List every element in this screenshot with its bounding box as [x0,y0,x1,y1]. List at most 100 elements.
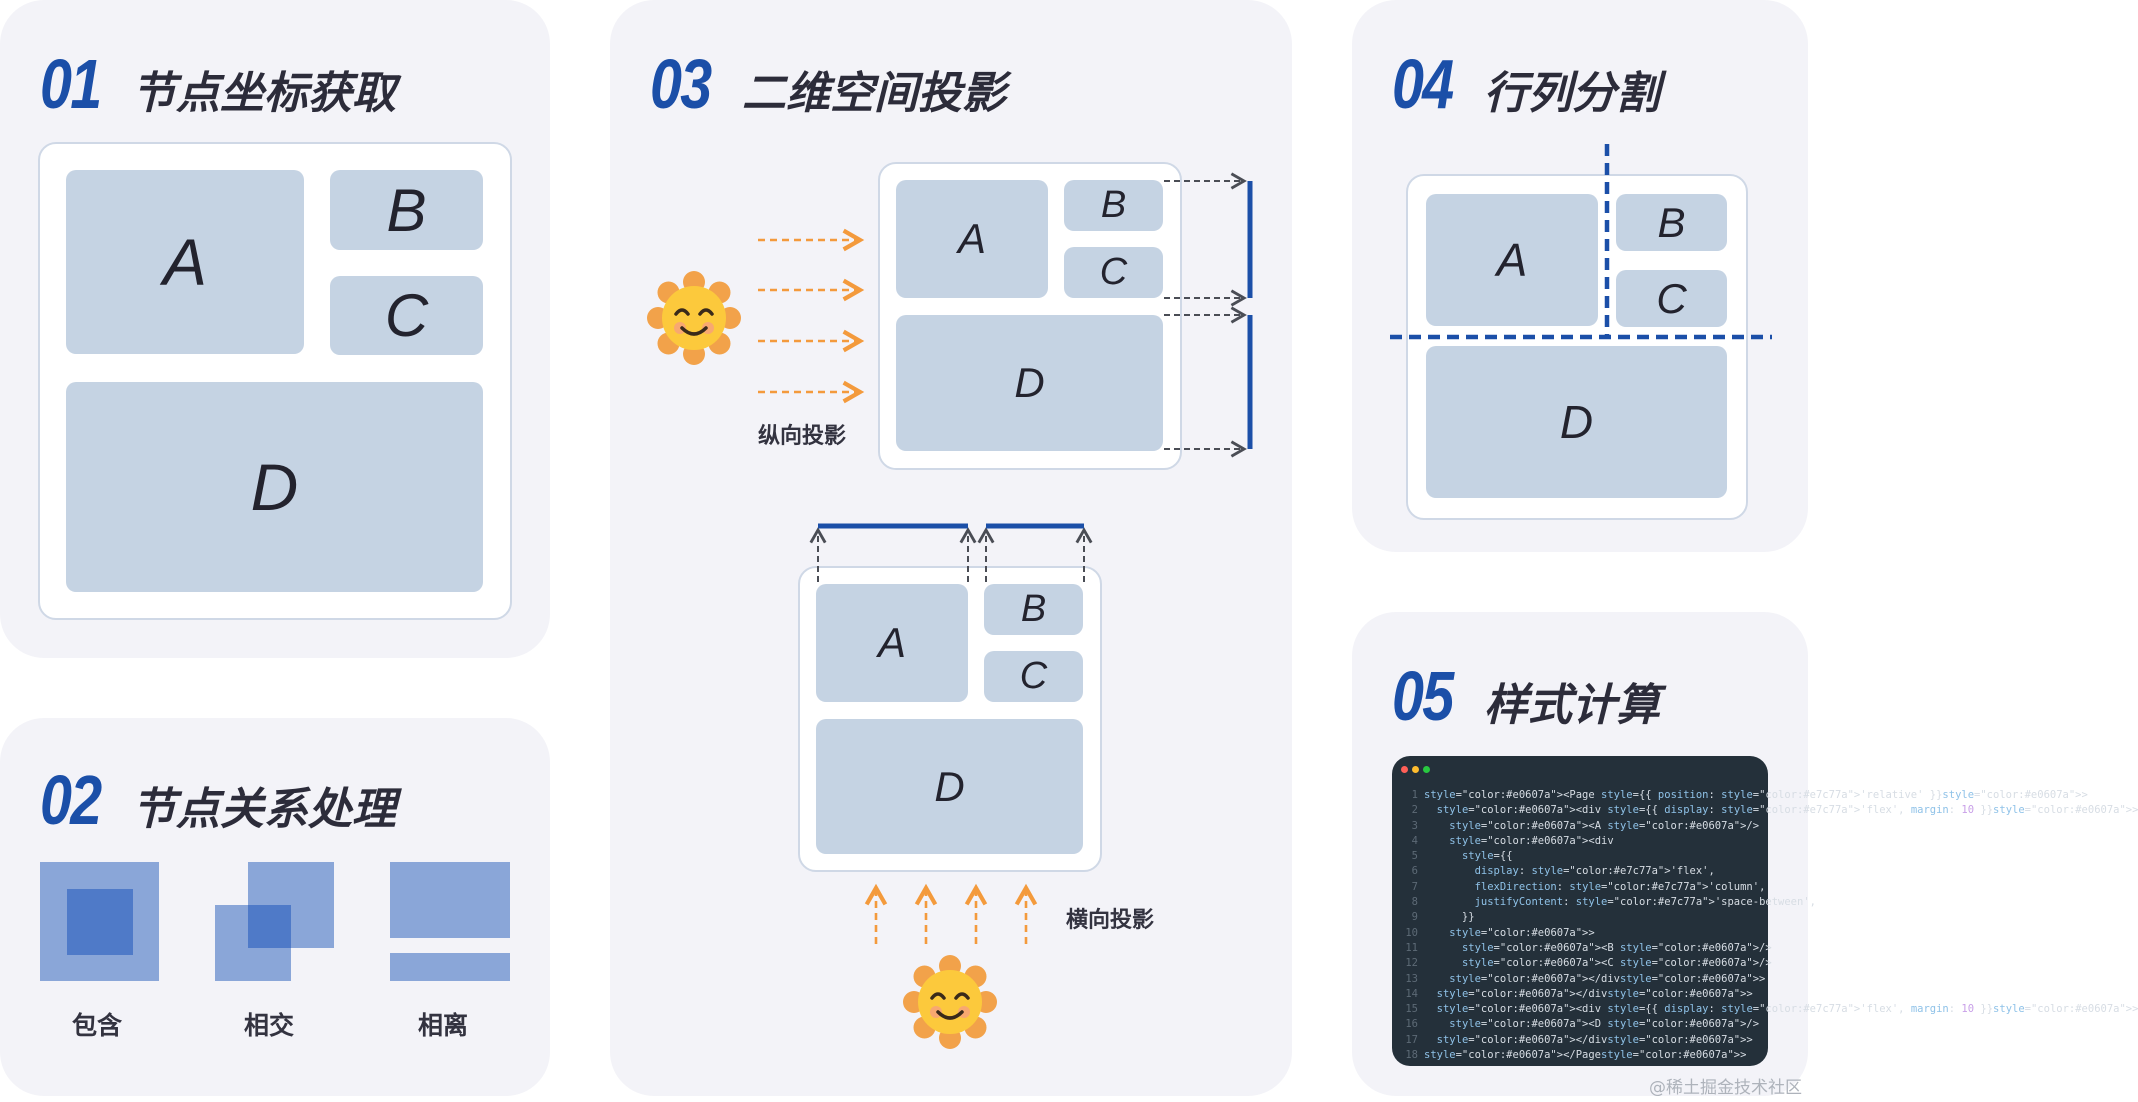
line-text: style="color:#e0607a"></Pagestyle="color… [1424,1049,1747,1062]
section-03-heading: 03 二维空间投影 [650,44,1006,124]
contain-inner-rect [67,889,133,955]
window-zoom-dot [1423,766,1430,773]
block-a: A [1426,194,1598,326]
section-number: 02 [40,761,102,839]
line-text: }} [1424,911,1475,924]
sun-emoji-icon [647,271,741,365]
intersect-overlap [248,905,291,948]
line-text: style="color:#e0607a"></divstyle="color:… [1436,1033,1753,1046]
code-line: 6 display: style="color:#e7c77a">'flex', [1400,864,1760,879]
block-d: D [1426,346,1727,498]
section-number: 01 [40,45,102,123]
code-line: 12 style="color:#e0607a"><C style="color… [1400,956,1771,971]
line-text: style="color:#e0607a"></divstyle="color:… [1436,987,1753,1000]
line-text: style="color:#e0607a"><D style="color:#e… [1449,1018,1760,1031]
block-b: B [330,170,483,250]
section-title: 节点关系处理 [131,784,396,835]
line-number: 1 [1411,789,1418,801]
code-line: 2 style="color:#e0607a"><div style={{ di… [1400,803,2138,818]
block-a: A [66,170,304,354]
block-d: D [896,315,1163,451]
line-number: 14 [1405,987,1418,1000]
line-text: flexDirection: style="color:#e7c77a">'co… [1474,880,1766,893]
block-c: C [1064,247,1163,298]
line-text: style="color:#e0607a">> [1449,926,1595,939]
window-minimize-dot [1412,766,1419,773]
section-05-heading: 05 样式计算 [1392,656,1660,736]
watermark: @稀土掘金技术社区 [1649,1078,1802,1098]
sun-emoji-icon [903,955,997,1049]
line-number: 11 [1405,941,1418,954]
block-a: A [816,584,968,702]
window-close-dot [1401,766,1408,773]
code-line: 11 style="color:#e0607a"><B style="color… [1400,941,1771,956]
code-line: 16 style="color:#e0607a"><D style="color… [1400,1017,1760,1032]
block-c: C [330,276,483,355]
code-line: 8 justifyContent: style="color:#e7c77a">… [1400,895,1816,910]
block-c: C [984,651,1083,702]
section-number: 04 [1392,45,1454,123]
line-text: style="color:#e0607a"><Page style={{ pos… [1424,789,2088,801]
section-title: 行列分割 [1483,68,1660,119]
line-text: style="color:#e0607a"><B style="color:#e… [1461,941,1772,954]
separate-rect-bottom [390,953,510,981]
section-title: 二维空间投影 [741,68,1006,119]
line-number: 3 [1411,819,1418,832]
line-text: style="color:#e0607a"><div style={{ disp… [1436,804,2138,817]
code-line: 15 style="color:#e0607a"><div style={{ d… [1400,1002,2138,1017]
code-lines: 1 style="color:#e0607a"><Page style={{ po… [1400,788,2138,1063]
line-number: 7 [1411,880,1418,893]
block-d: D [816,719,1083,854]
relation-intersect-label: 相交 [244,1011,295,1040]
line-text: display: style="color:#e7c77a">'flex', [1474,865,1715,878]
line-number: 8 [1411,896,1418,909]
block-c: C [1616,270,1727,327]
code-line: 7 flexDirection: style="color:#e7c77a">'… [1400,880,1766,895]
section-01-heading: 01 节点坐标获取 [40,44,396,124]
line-text: style="color:#e0607a"><A style="color:#e… [1449,819,1760,832]
line-text: style="color:#e0607a"></divstyle="color:… [1449,972,1766,985]
line-number: 18 [1405,1049,1418,1062]
section-number: 03 [650,45,712,123]
line-number: 4 [1411,834,1418,847]
block-b: B [1616,194,1727,251]
block-d: D [66,382,483,592]
line-text: style="color:#e0607a"><div style={{ disp… [1436,1003,2138,1016]
relation-separate-label: 相离 [418,1011,469,1040]
line-text: style={{ [1461,850,1513,863]
code-line: 1 style="color:#e0607a"><Page style={{ po… [1400,788,2088,803]
line-number: 2 [1411,804,1418,817]
section-number: 05 [1392,657,1454,735]
code-editor: 1 style="color:#e0607a"><Page style={{ po… [1392,756,2138,1066]
line-number: 16 [1405,1018,1418,1031]
relation-contain-label: 包含 [72,1011,123,1040]
code-line: 18 style="color:#e0607a"></Pagestyle="col… [1400,1048,1760,1063]
line-number: 13 [1405,972,1418,985]
line-number: 9 [1411,911,1418,924]
section-title: 样式计算 [1483,680,1660,731]
code-line: 13 style="color:#e0607a"></divstyle="col… [1400,972,1765,987]
line-number: 5 [1411,850,1418,863]
block-b: B [984,584,1083,635]
projection-overlay [758,144,1772,944]
line-number: 10 [1405,926,1418,939]
code-line: 9 }} [1400,910,1760,925]
code-line: 10 style="color:#e0607a">> [1400,926,1760,941]
horizontal-projection-label: 横向投影 [1066,908,1155,933]
code-line: 3 style="color:#e0607a"><A style="color:… [1400,819,1760,834]
line-number: 6 [1411,865,1418,878]
line-text: style="color:#e0607a"><C style="color:#e… [1461,957,1772,970]
code-line: 14 style="color:#e0607a"></divstyle="col… [1400,987,1760,1002]
separate-rect-top [390,862,510,938]
section-title: 节点坐标获取 [131,68,396,119]
block-a: A [896,180,1048,298]
line-number: 17 [1405,1033,1418,1046]
section-04-heading: 04 行列分割 [1392,44,1660,124]
vertical-projection-label: 纵向投影 [758,424,847,449]
block-b: B [1064,180,1163,231]
line-number: 12 [1405,957,1418,970]
line-number: 15 [1405,1003,1418,1016]
section-02-heading: 02 节点关系处理 [40,760,396,840]
code-line: 4 style="color:#e0607a"><div [1400,834,1760,849]
code-line: 17 style="color:#e0607a"></divstyle="col… [1400,1033,1760,1048]
